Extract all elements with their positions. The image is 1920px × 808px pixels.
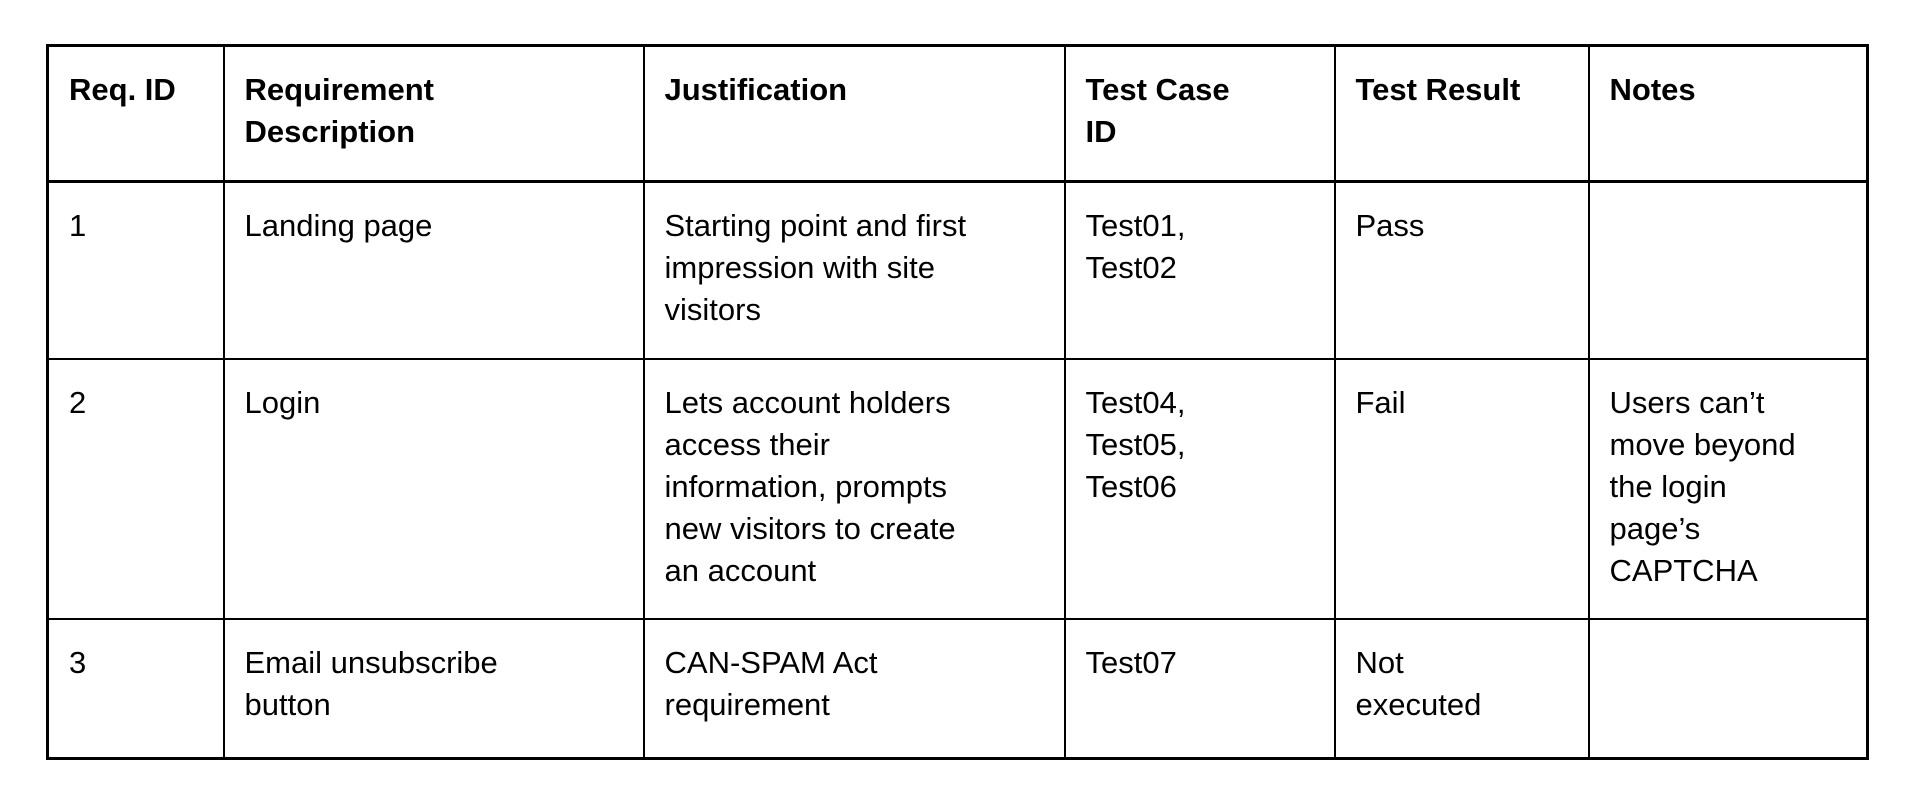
table-container: Req. ID Requirement Description Justific…	[46, 44, 1869, 760]
cell-req-id: 2	[46, 357, 225, 620]
col-header-req-id: Req. ID	[46, 44, 225, 183]
cell-requirement-description: Login	[222, 357, 645, 620]
cell-req-id: 3	[46, 617, 225, 760]
cell-notes	[1587, 180, 1869, 360]
cell-test-case-id: Test04, Test05, Test06	[1063, 357, 1336, 620]
table-row: 1 Landing page Starting point and first …	[46, 180, 1869, 360]
cell-test-result: Pass	[1333, 180, 1590, 360]
requirements-table: Req. ID Requirement Description Justific…	[46, 44, 1869, 760]
cell-requirement-description: Landing page	[222, 180, 645, 360]
cell-notes	[1587, 617, 1869, 760]
col-header-test-case-id: Test Case ID	[1063, 44, 1336, 183]
table-row: 3 Email unsubscribe button CAN-SPAM Act …	[46, 617, 1869, 760]
cell-justification: Starting point and first impression with…	[642, 180, 1066, 360]
col-header-notes: Notes	[1587, 44, 1869, 183]
cell-requirement-description: Email unsubscribe button	[222, 617, 645, 760]
col-header-test-result: Test Result	[1333, 44, 1590, 183]
col-header-requirement-description: Requirement Description	[222, 44, 645, 183]
table-header-row: Req. ID Requirement Description Justific…	[46, 44, 1869, 183]
cell-notes: Users can’t move beyond the login page’s…	[1587, 357, 1869, 620]
cell-req-id: 1	[46, 180, 225, 360]
cell-justification: CAN-SPAM Act requirement	[642, 617, 1066, 760]
cell-test-result: Not executed	[1333, 617, 1590, 760]
cell-test-case-id: Test01, Test02	[1063, 180, 1336, 360]
col-header-justification: Justification	[642, 44, 1066, 183]
cell-test-result: Fail	[1333, 357, 1590, 620]
table-row: 2 Login Lets account holders access thei…	[46, 357, 1869, 620]
cell-test-case-id: Test07	[1063, 617, 1336, 760]
cell-justification: Lets account holders access their inform…	[642, 357, 1066, 620]
